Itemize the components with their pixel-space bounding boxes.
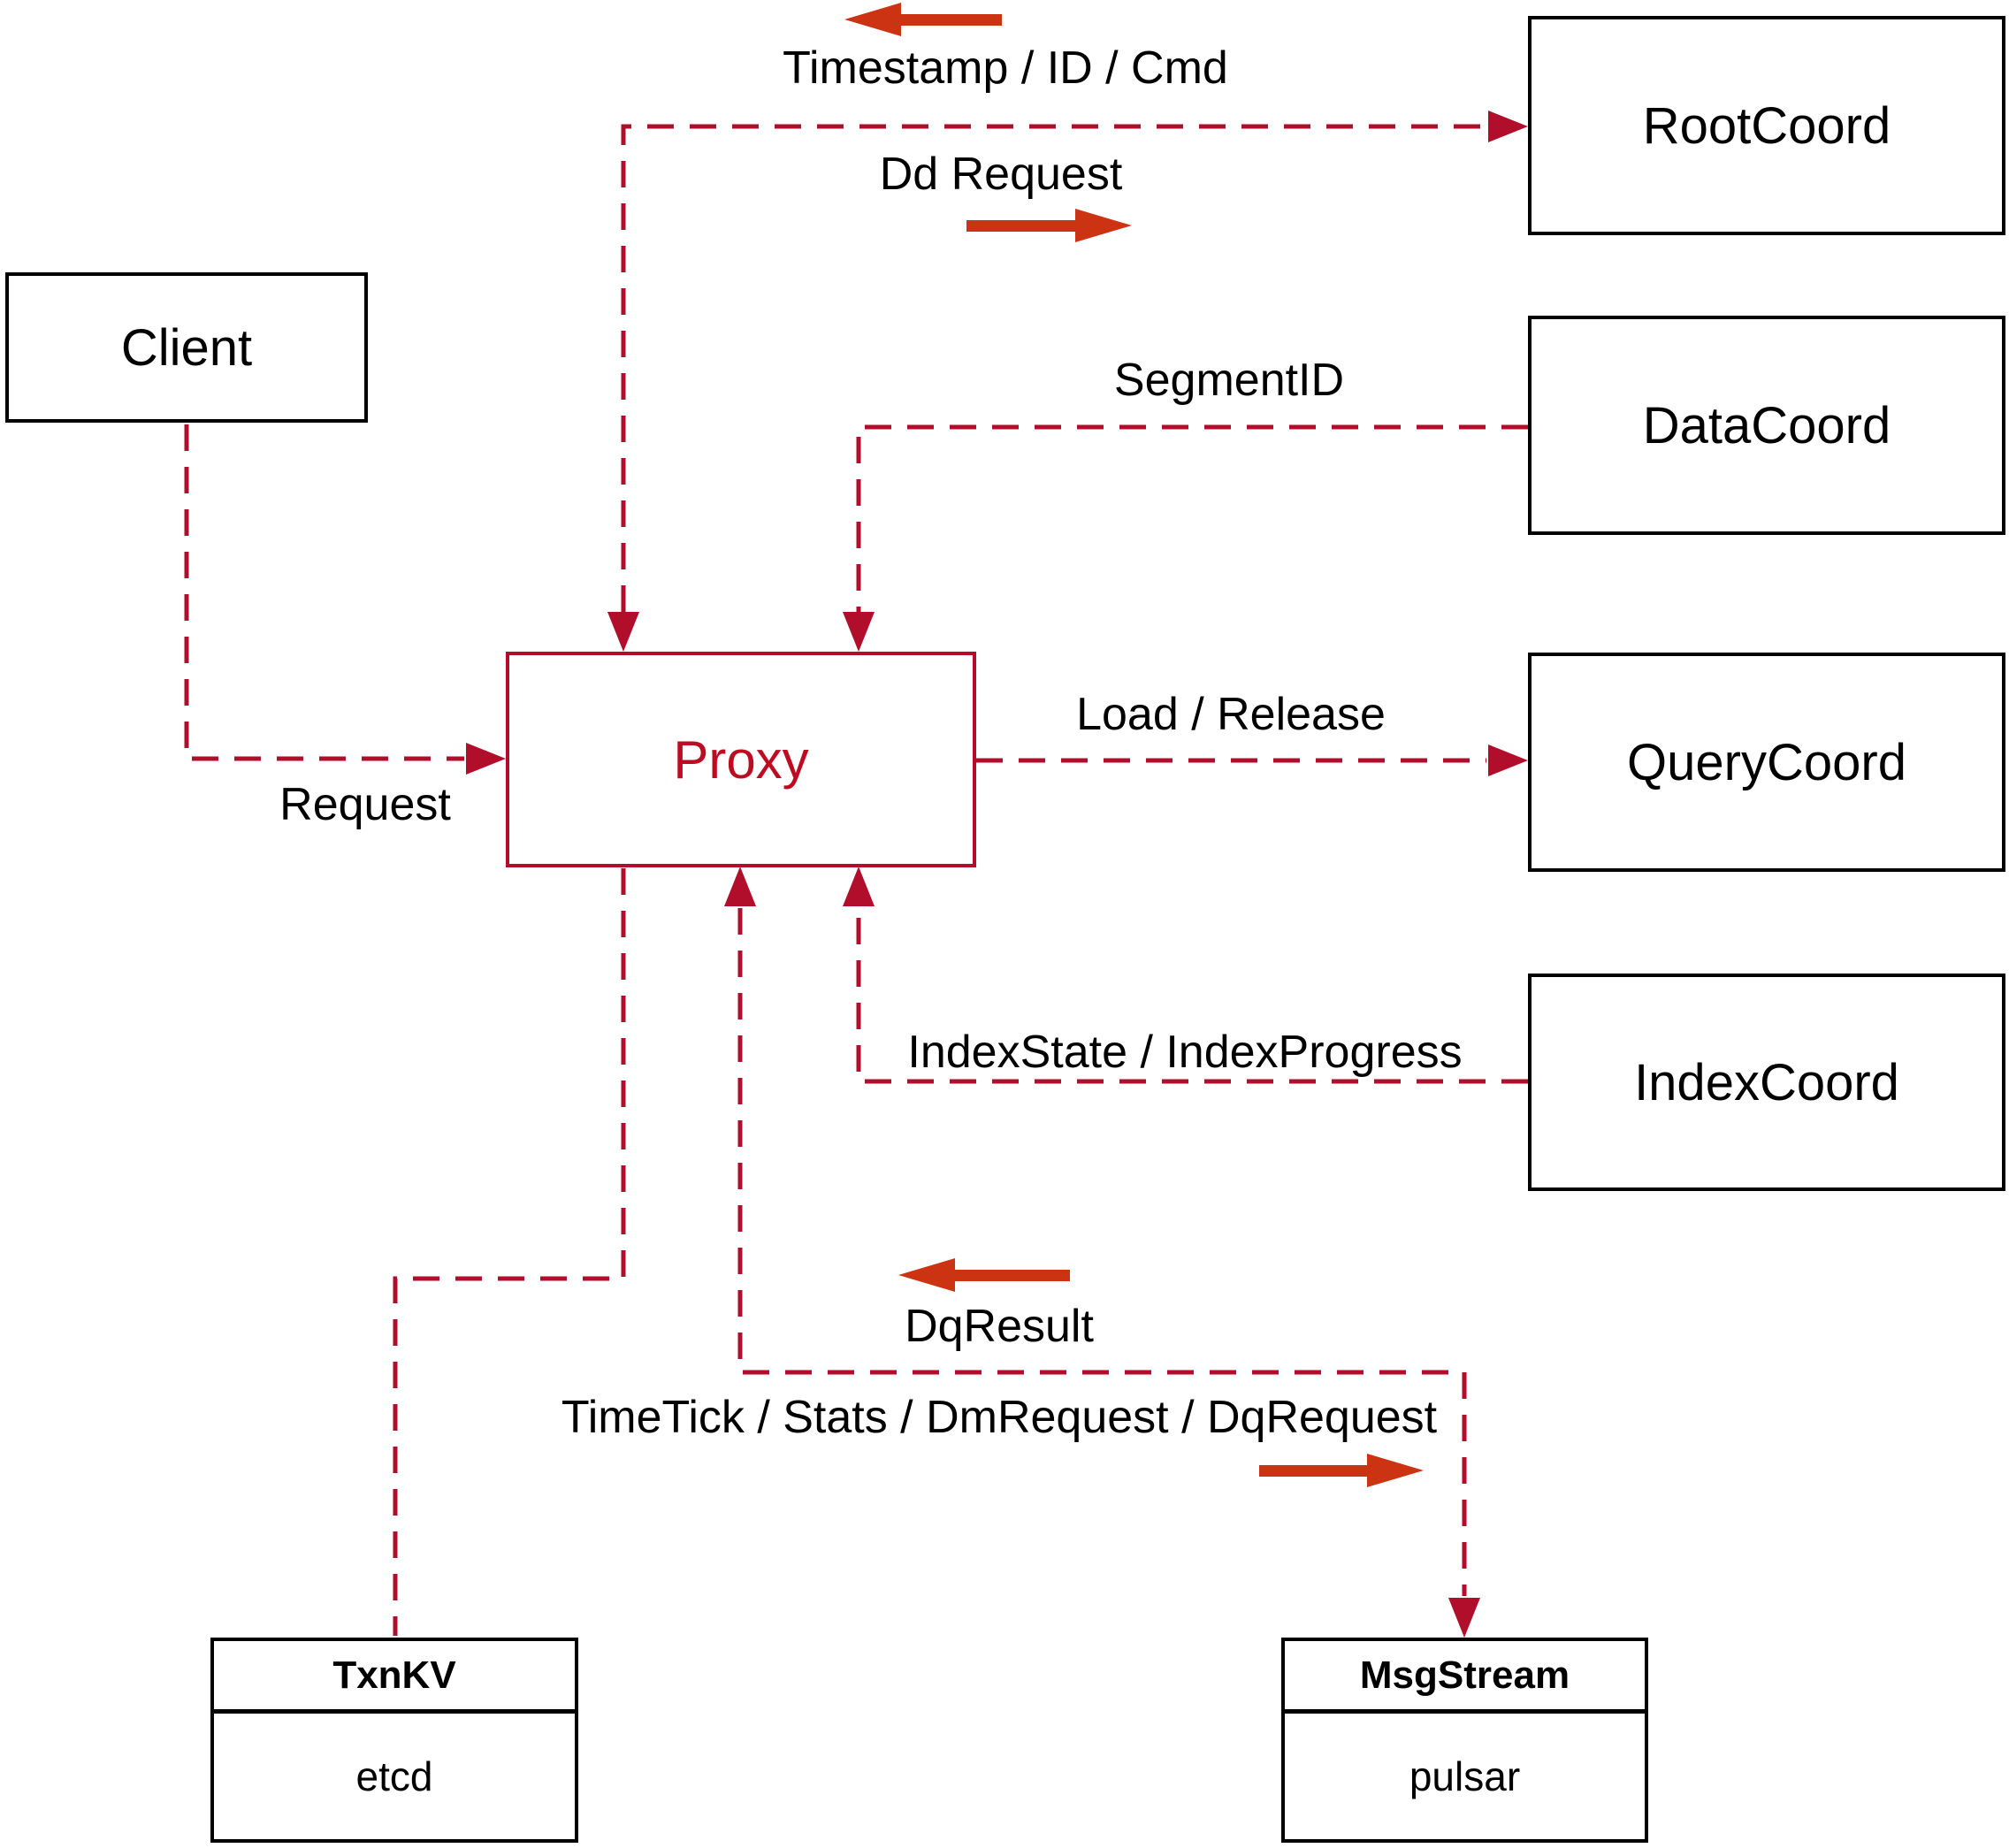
edge-label-dq-result: DqResult xyxy=(905,1301,1094,1352)
edge-label-segment-id: SegmentID xyxy=(1113,355,1345,406)
node-indexcoord: IndexCoord xyxy=(1528,974,2005,1191)
node-txnkv: TxnKV etcd xyxy=(210,1638,578,1843)
edge-label-request: Request xyxy=(279,779,451,830)
arrowhead-into-rootcoord xyxy=(1488,111,1528,142)
node-txnkv-body: etcd xyxy=(355,1753,433,1799)
node-datacoord: DataCoord xyxy=(1528,316,2005,535)
node-client: Client xyxy=(5,272,368,423)
node-client-label: Client xyxy=(120,318,253,377)
arrowhead-into-querycoord xyxy=(1488,745,1528,776)
node-rootcoord: RootCoord xyxy=(1528,16,2005,235)
edge-datacoord-proxy xyxy=(856,424,1528,612)
node-datacoord-label: DataCoord xyxy=(1642,396,1891,454)
edge-proxy-rootcoord xyxy=(621,124,1486,612)
node-proxy-label: Proxy xyxy=(673,729,809,790)
arrowhead-into-proxy-top-left xyxy=(607,612,639,652)
edge-label-timestamp-id-cmd: Timestamp / ID / Cmd xyxy=(783,42,1228,94)
edge-proxy-msgstream xyxy=(737,908,1467,1596)
timetick-direction-right-arrow-icon xyxy=(1259,1454,1424,1487)
node-msgstream-body: pulsar xyxy=(1409,1753,1521,1799)
node-indexcoord-label: IndexCoord xyxy=(1634,1053,1899,1111)
node-rootcoord-label: RootCoord xyxy=(1642,96,1891,155)
arrowhead-into-proxy-bottom-right xyxy=(843,867,875,906)
arrowhead-into-proxy-bottom-left xyxy=(724,867,756,906)
edge-label-load-release: Load / Release xyxy=(1076,689,1386,740)
edge-label-dd-request: Dd Request xyxy=(879,149,1123,200)
edge-client-proxy xyxy=(184,424,464,761)
dd-request-direction-right-arrow-icon xyxy=(966,209,1132,242)
edge-indexcoord-proxy xyxy=(856,908,1528,1084)
node-msgstream-title: MsgStream xyxy=(1285,1641,1645,1714)
node-querycoord-label: QueryCoord xyxy=(1627,733,1906,791)
edge-label-time-tick: TimeTick / Stats / DmRequest / DqRequest xyxy=(561,1392,1438,1443)
node-msgstream: MsgStream pulsar xyxy=(1281,1638,1648,1843)
node-txnkv-title: TxnKV xyxy=(214,1641,575,1714)
arrowhead-into-proxy-top-right xyxy=(843,612,875,652)
arrowhead-into-msgstream xyxy=(1448,1598,1480,1638)
arrowhead-into-proxy-left xyxy=(466,743,506,775)
node-proxy: Proxy xyxy=(506,652,976,867)
node-querycoord: QueryCoord xyxy=(1528,653,2005,872)
edge-label-index-state-progress: IndexState / IndexProgress xyxy=(907,1027,1463,1078)
timestamp-direction-left-arrow-icon xyxy=(844,3,1002,36)
dq-result-direction-left-arrow-icon xyxy=(898,1258,1070,1292)
edge-proxy-txnkv xyxy=(393,868,626,1636)
